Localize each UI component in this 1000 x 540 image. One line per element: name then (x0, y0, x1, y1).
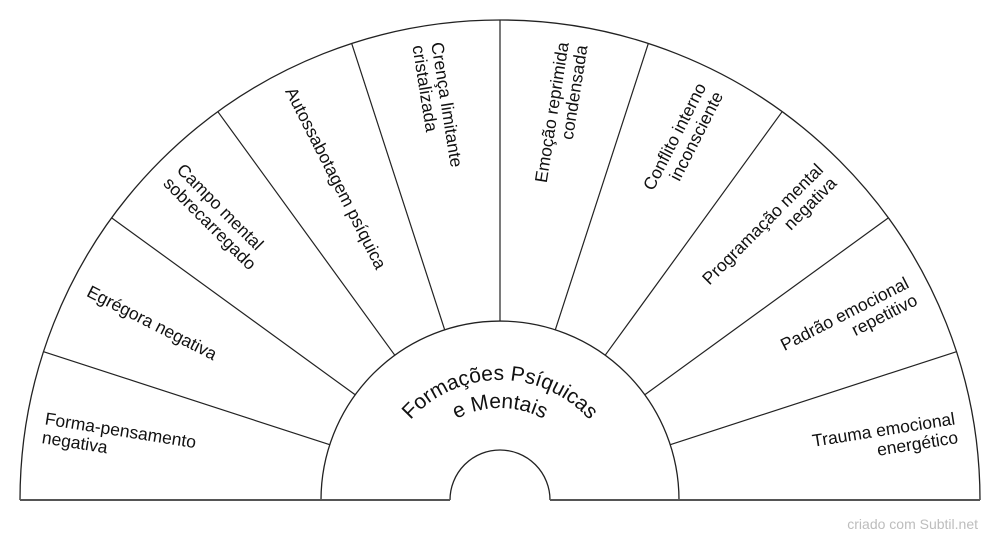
sector-divider (554, 43, 649, 330)
svg-text:Conflito internoinconsciente: Conflito internoinconsciente (639, 80, 727, 203)
sector-label-8[interactable]: Padrão emocionalrepetitivo (777, 273, 920, 372)
sector-divider (644, 217, 889, 396)
svg-text:Crença limitantecristalizada: Crença limitantecristalizada (408, 41, 466, 172)
sector-divider (604, 111, 783, 356)
sector-label-4[interactable]: Crença limitantecristalizada (408, 41, 466, 172)
sector-divider (351, 43, 446, 330)
sector-label-7[interactable]: Programação mentalnegativa (698, 159, 841, 302)
sector-divider (111, 217, 356, 396)
svg-text:Emoção reprimidacondensada: Emoção reprimidacondensada (531, 40, 592, 187)
sector-label-5[interactable]: Emoção reprimidacondensada (531, 40, 592, 187)
svg-text:Campo mentalsobrecarregado: Campo mentalsobrecarregado (160, 160, 274, 274)
center-hole-arc (449, 449, 551, 501)
credit-text: criado com Subtil.net (847, 516, 978, 532)
svg-text:Forma-pensamentonegativa: Forma-pensamentonegativa (41, 408, 198, 470)
sector-label-0[interactable]: Forma-pensamentonegativa (41, 408, 198, 470)
svg-text:Padrão emocionalrepetitivo: Padrão emocionalrepetitivo (777, 273, 920, 372)
sector-label-1[interactable]: Egrégora negativa (84, 281, 221, 364)
center-title-line-2: e Mentais (449, 390, 552, 424)
sector-divider (670, 351, 957, 446)
sector-divider (43, 351, 330, 446)
sector-divider (217, 111, 396, 356)
inner-arc (320, 320, 680, 501)
sector-label-line: Egrégora negativa (84, 281, 221, 364)
sector-label-9[interactable]: Trauma emocionalenergético (811, 408, 960, 469)
sector-label-line: Programação mental (698, 160, 827, 289)
svg-text:Programação mentalnegativa: Programação mentalnegativa (698, 159, 841, 302)
svg-text:Trauma emocionalenergético: Trauma emocionalenergético (811, 408, 960, 469)
svg-text:Egrégora negativa: Egrégora negativa (84, 281, 221, 364)
sector-label-2[interactable]: Campo mentalsobrecarregado (160, 160, 274, 274)
sector-label-6[interactable]: Conflito internoinconsciente (639, 80, 727, 203)
